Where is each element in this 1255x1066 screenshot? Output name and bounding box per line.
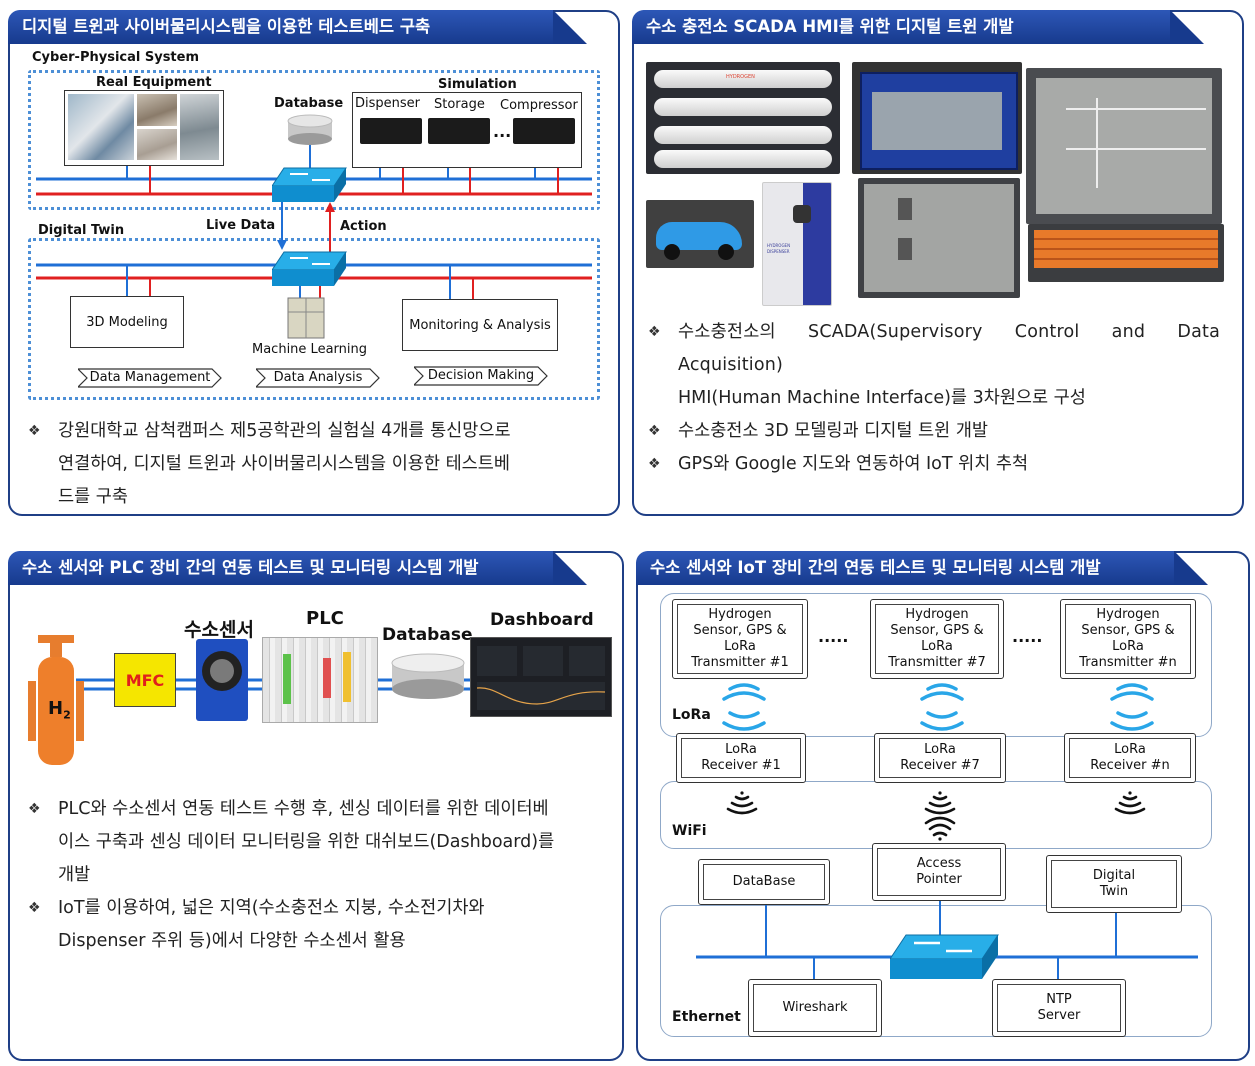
bullet-item: 수소충전소의 SCADA(Supervisory Control and Dat… [648,316,1220,415]
network-switch-icon [890,934,999,979]
simulation-label: Simulation [438,77,517,92]
plc-icon [262,637,378,723]
panel-scada-digital-twin: 수소 충전소 SCADA HMI를 위한 디지털 트윈 개발 HYDROGEN … [632,10,1244,516]
cps-label: Cyber-Physical System [32,50,200,65]
panel-title: 수소 충전소 SCADA HMI를 위한 디지털 트윈 개발 [632,10,1204,44]
lab-photo [180,94,219,160]
digital-twin-label: Digital Twin [38,223,125,238]
cps-zone [28,70,600,210]
live-data-label: Live Data [206,218,276,233]
dispenser-text: HYDROGEN DISPENSER [767,243,791,254]
bullet-item: 수소충전소 3D 모델링과 디지털 트윈 개발 [648,415,1220,448]
plc-label: PLC [306,608,344,629]
p1-bullets: 강원대학교 삼척캠퍼스 제5공학관의 실험실 4개를 통신망으로 연결하여, 디… [28,415,558,514]
bullet-item: PLC와 수소센서 연동 테스트 수행 후, 센싱 데이터를 위한 데이터베 이… [28,793,594,892]
panel-cps-testbed: 디지털 트윈과 사이버물리시스템을 이용한 테스트베드 구축 Cyber-Phy… [8,10,620,516]
dashboard-screenshot [470,637,612,717]
lab-photo [137,94,177,126]
dots: ..... [1012,627,1043,646]
server-rack-icon [287,297,325,339]
valve-panel-render [858,178,1020,298]
h2-cylinder-icon [28,635,84,765]
trailer-render [1028,224,1224,282]
database-box: DataBase [698,859,830,905]
lab-photo [137,129,177,160]
more-dots: ... [493,122,512,141]
p2-bullets: 수소충전소의 SCADA(Supervisory Control and Dat… [648,316,1220,481]
network-switch-icon [272,167,347,202]
hydrogen-sensor-icon [196,639,248,721]
real-equipment-photos [64,90,224,166]
network-switch-icon [272,251,347,286]
piping-render [1026,68,1222,224]
panel-title: 수소 센서와 IoT 장비 간의 연동 테스트 및 모니터링 시스템 개발 [636,551,1208,585]
p3-bullets: PLC와 수소센서 연동 테스트 수행 후, 센싱 데이터를 위한 데이터베 이… [28,793,594,958]
compressor-label: Compressor [500,98,578,113]
database-label: Database [274,96,344,111]
tank-text: HYDROGEN [726,74,755,80]
real-equipment-label: Real Equipment [96,75,212,90]
dots: ..... [818,627,849,646]
wifi-zone [660,781,1212,849]
lora-wave-icons [722,683,1154,841]
3d-modeling-box: 3D Modeling [70,296,184,348]
tank-render: HYDROGEN [646,62,840,174]
storage-label: Storage [434,97,485,112]
panel-plc-monitoring: 수소 센서와 PLC 장비 간의 연동 테스트 및 모니터링 시스템 개발 H2… [8,551,624,1061]
database-icon [287,114,333,145]
machine-learning-label: Machine Learning [252,342,367,357]
digital-twin-zone [28,238,600,400]
database-icon [391,653,465,699]
sensor-label: 수소센서 [184,619,254,641]
monitoring-analysis-box: Monitoring & Analysis [402,299,558,351]
bullet-item: IoT를 이용하여, 넓은 지역(수소충전소 지붕, 수소전기차와 Dispen… [28,892,594,958]
mini-pc-icon [428,118,490,144]
ethernet-lines [696,889,1198,979]
car-render [646,200,754,268]
lab-photo [68,94,134,160]
bullet-item: GPS와 Google 지도와 연동하여 IoT 위치 추척 [648,448,1220,481]
wireshark-box: Wireshark [748,979,882,1037]
dispenser-render: HYDROGEN DISPENSER [762,182,832,306]
mini-pc-icon [513,118,575,144]
stage-data-analysis: Data Analysis [256,368,380,388]
stage-decision-making: Decision Making [414,366,548,386]
ethernet-label: Ethernet [672,1009,741,1025]
dispenser-label: Dispenser [355,96,420,111]
action-label: Action [340,219,387,234]
wifi-label: WiFi [672,823,707,839]
panel-title: 디지털 트윈과 사이버물리시스템을 이용한 테스트베드 구축 [8,10,587,44]
mfc-box: MFC [114,653,176,707]
dashboard-label: Dashboard [490,610,594,630]
h2-label: H2 [48,698,71,722]
panel-title: 수소 센서와 PLC 장비 간의 연동 테스트 및 모니터링 시스템 개발 [8,551,587,585]
panel-iot-monitoring: 수소 센서와 IoT 장비 간의 연동 테스트 및 모니터링 시스템 개발 Hy… [636,551,1250,1061]
lora-label: LoRa [672,707,711,723]
database-label: Database [382,625,473,645]
mini-pc-icon [360,118,422,144]
storage-unit-render [852,62,1022,174]
stage-data-management: Data Management [78,368,222,388]
bullet-item: 강원대학교 삼척캠퍼스 제5공학관의 실험실 4개를 통신망으로 연결하여, 디… [28,415,558,514]
